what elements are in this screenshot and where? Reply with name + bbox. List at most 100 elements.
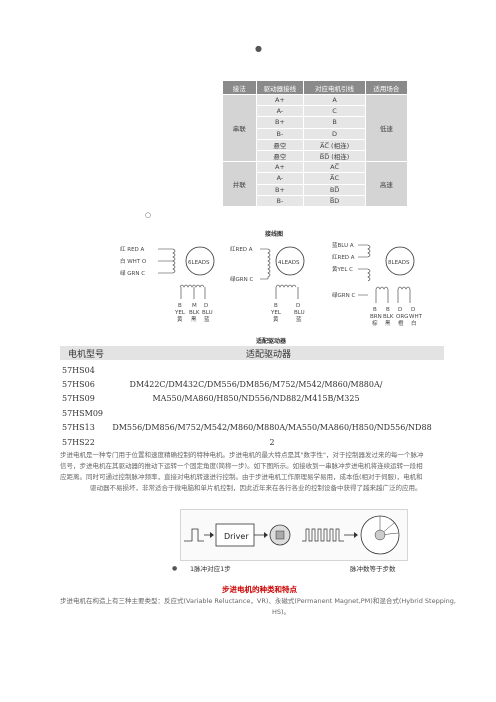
driver-line: DM556/DM856/M752/M542/M860/M880A/MA550/M…: [112, 423, 432, 432]
motor-label: 4LEADS: [278, 260, 300, 266]
intro-paragraph: 步进电机是一种专门用于位置和速度精确控制的特种电机。步进电机的最大特点是其"数字…: [60, 450, 496, 494]
cell: B-: [255, 127, 305, 140]
lead-code: D: [398, 307, 402, 313]
caption-right: 脉冲数等于步数: [350, 564, 396, 573]
lead-code: D: [204, 303, 208, 309]
lead-cn: 黑: [191, 316, 197, 323]
lead-color: YEL: [270, 310, 282, 316]
motor-model-header: 电机型号: [68, 350, 105, 360]
lead-cn: 黑: [385, 320, 391, 327]
model-cell: 57HS22: [62, 437, 95, 447]
cell: 悬空: [255, 149, 305, 163]
lead-code: B: [373, 307, 377, 313]
lead-label: 绿 GRN C: [120, 269, 145, 277]
lead-color: BRN: [370, 314, 382, 320]
header-cell: 驱动器接线: [255, 80, 305, 95]
paragraph-line: 驱动器不易损坏，非常适合于微电脑和单片机控制，因此近年来在各行各业的控制设备中获…: [90, 484, 422, 492]
model-cell: 57HS06: [62, 380, 95, 390]
lead-code: B: [178, 303, 182, 309]
lead-color: ORG: [396, 314, 408, 320]
lead-code: B: [274, 303, 278, 309]
model-cell: 57HS13: [62, 423, 95, 432]
lead-label: 绿GRN C: [230, 275, 253, 283]
types-paragraph: 步进电机在构造上有三种主要类型：反应式(Variable Reluctance，…: [60, 596, 496, 618]
driver-group-1: DM422C/DM432C/DM556/DM856/M752/M542/M860…: [100, 378, 412, 406]
cell: B+: [255, 183, 305, 196]
parallel-use: 高速: [364, 161, 409, 207]
driver-line: DM422C/DM432C/DM556/DM856/M752/M542/M860…: [129, 380, 383, 389]
lead-color: WHT: [409, 314, 423, 320]
motor-label: 6LEADS: [188, 260, 210, 266]
cell: B-: [255, 194, 305, 207]
lead-cn: 白: [411, 319, 417, 327]
lead-color: BLU: [294, 310, 305, 316]
motor-table-header: [60, 346, 444, 360]
wiring-diagram: 红 RED A 白 WHT O 绿 GRN C 6LEADS B YEL 黄 M…: [120, 241, 423, 327]
cell: A-: [255, 172, 305, 185]
lead-cn: 橙: [398, 319, 404, 327]
model-cell: 57HSM09: [62, 408, 104, 418]
lead-code: D: [411, 307, 415, 313]
paragraph-line: 信号，步进电机在其驱动器的推动下运转一个固定角度(简称一步)。如下图所示。如接收…: [60, 462, 423, 470]
series-label: 串联: [222, 93, 257, 163]
paragraph-line: 步进电机是一种专门用于位置和速度精确控制的特种电机。步进电机的最大特点是其"数字…: [60, 451, 424, 459]
cell: A+: [255, 93, 305, 107]
lead-cn: 蓝: [204, 315, 210, 323]
diagram-caption-bottom: 适配驱动器: [256, 338, 287, 345]
motor-label: 8LEADS: [388, 260, 410, 266]
model-group-1: 57HS04 57HS06 57HS09 57HSM09: [62, 364, 103, 421]
motor-8leads: 蓝BLU A 红RED A 黄YEL C 绿GRN C 8LEADS B BRN…: [332, 241, 423, 327]
lead-color: BLK: [383, 314, 394, 320]
lead-label: 红 RED A: [120, 245, 145, 253]
bullet-dot: ●: [172, 565, 178, 572]
driver-group-2: DM556/DM856/M752/M542/M860/M880A/MA550/M…: [102, 421, 442, 450]
bullet-circle: ○: [145, 211, 152, 219]
lead-code: B: [386, 307, 390, 313]
lead-label: 红RED A: [332, 253, 355, 261]
parallel-label: 并联: [222, 161, 257, 207]
cell: C: [303, 105, 366, 118]
lead-code: M: [192, 303, 197, 309]
cell: D: [303, 127, 366, 140]
driver-box-label: Driver: [224, 532, 249, 541]
driver-line: 2: [269, 437, 275, 447]
lead-label: 绿GRN C: [332, 291, 355, 299]
cell: 悬空: [255, 138, 305, 151]
lead-cn: 蓝: [296, 315, 302, 323]
cell: AC̅: [303, 161, 366, 174]
model-group-2: 57HS13 57HS22: [62, 421, 95, 450]
cell: A+: [255, 161, 305, 174]
section-title: 步进电机的种类和特点: [222, 585, 297, 594]
paragraph-line: HS)。: [272, 608, 291, 616]
driver-line: MA550/MA860/H850/ND556/ND882/M415B/M325: [152, 394, 360, 403]
cell: A̅C: [303, 172, 366, 185]
cell: B̅D: [303, 194, 366, 207]
series-use: 低速: [364, 93, 409, 163]
cell: B+: [255, 116, 305, 129]
model-cell: 57HS09: [62, 394, 95, 404]
driver-pulse-figure: Driver 1脉冲对应1步 脉冲数等于步数: [180, 509, 408, 573]
motor-4leads: 红RED A 绿GRN C 4LEADS B YEL 黄 D BLU 蓝: [230, 245, 305, 323]
wiring-table: 接法 驱动器接线 对应电机引线 适用场合 串联 A+ A 低速 A-C B+B …: [222, 80, 409, 207]
lead-color: BLU: [202, 310, 213, 316]
cell: B: [303, 116, 366, 129]
lead-label: 红RED A: [230, 245, 253, 253]
motor-6leads: 红 RED A 白 WHT O 绿 GRN C 6LEADS B YEL 黄 M…: [120, 245, 215, 323]
caption-left: 1脉冲对应1步: [190, 564, 231, 573]
bullet-dot: ●: [255, 44, 262, 53]
lead-cn: 黄: [273, 315, 279, 323]
lead-color: YEL: [174, 310, 186, 316]
header-cell: 适用场合: [364, 80, 409, 95]
header-cell: 接法: [222, 80, 257, 95]
paragraph-line: 步进电机在构造上有三种主要类型：反应式(Variable Reluctance，…: [60, 597, 456, 605]
cell: A̅C̅ (相连): [303, 138, 366, 151]
lead-cn: 棕: [372, 319, 378, 327]
driver-header: 适配驱动器: [246, 350, 292, 360]
lead-label: 黄YEL C: [332, 265, 353, 273]
cell: B̅D̅ (相连): [303, 149, 366, 163]
paragraph-line: 应距离。同时可通过控制脉冲频率，直接对电机转速进行控制。由于步进电机工作原理易学…: [60, 473, 423, 481]
lead-color: BLK: [189, 310, 200, 316]
model-cell: 57HS04: [62, 366, 95, 375]
cell: A-: [255, 105, 305, 118]
lead-label: 白 WHT O: [120, 257, 147, 265]
